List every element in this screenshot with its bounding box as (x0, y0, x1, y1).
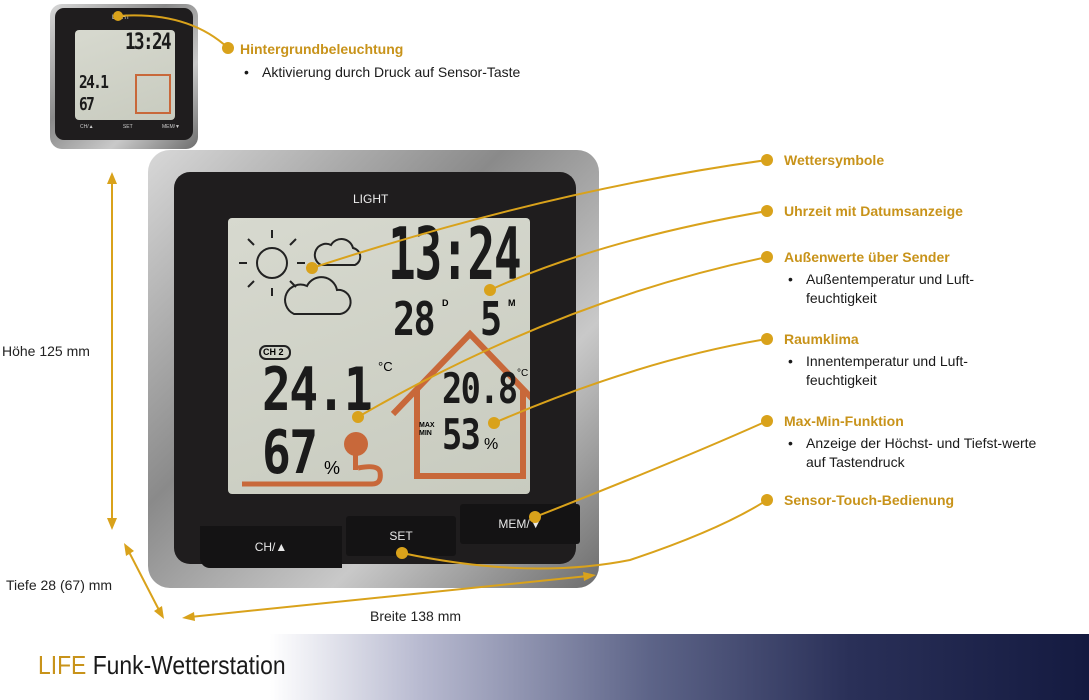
small-device-image: LIGHT 13:24 24.1 67 CH/▲ SET MEM/▼ (50, 4, 198, 149)
small-outdoor-temp: 24.1 (79, 72, 109, 93)
small-mem-button: MEM/▼ (161, 124, 180, 130)
outdoor-humidity: 67 (262, 418, 318, 488)
month-display: 5 (480, 292, 502, 346)
small-ch-button: CH/▲ (80, 124, 94, 130)
tree-icon (344, 432, 368, 470)
brand-name: LIFE (38, 650, 87, 680)
indoor-temp-unit: °C (517, 368, 529, 379)
small-light-label: LIGHT (112, 15, 130, 21)
day-display: 28 (393, 292, 436, 346)
callout-bullet: Anzeige der Höchst- und Tiefst-werte auf… (784, 434, 1044, 472)
width-dimension: Breite 138 mm (370, 608, 462, 624)
indoor-humidity: 53 (442, 410, 481, 459)
cloud-icon (313, 238, 362, 266)
outdoor-humidity-unit: % (324, 458, 341, 478)
small-set-button: SET (122, 124, 133, 130)
callout-title-indoor: Raumklima (784, 331, 859, 347)
light-sensor-label[interactable]: LIGHT (353, 192, 389, 206)
indoor-temperature: 20.8 (442, 364, 518, 413)
callout-title-backlight: Hintergrundbeleuchtung (240, 41, 404, 57)
callout-bullet: Außentemperatur und Luft-feuchtigkeit (784, 270, 1014, 308)
small-time: 13:24 (125, 30, 172, 55)
callout-bullet: Innentemperatur und Luft-feuchtigkeit (784, 352, 1014, 390)
lcd-display: 13:24 28 D 5 M CH 2 24.1 °C 67 % MAX MIN… (228, 218, 530, 494)
cloud-icon (284, 276, 352, 315)
product-name: Funk-Wetterstation (92, 650, 286, 680)
outdoor-temp-unit: °C (378, 359, 393, 374)
ch-up-button[interactable]: CH/▲ (200, 526, 342, 568)
callout-title-time-date: Uhrzeit mit Datumsanzeige (784, 203, 963, 219)
outdoor-temperature: 24.1 (262, 355, 373, 425)
bottom-banner: LIFE Funk-Wetterstation (0, 634, 1089, 700)
depth-dimension: Tiefe 28 (67) mm (6, 577, 113, 593)
callout-title-maxmin: Max-Min-Funktion (784, 413, 904, 429)
time-display: 13:24 (388, 218, 522, 296)
day-unit: D (442, 298, 449, 308)
height-dimension: Höhe 125 mm (2, 343, 90, 359)
callout-bullet: Aktivierung durch Druck auf Sensor-Taste (240, 63, 520, 82)
month-unit: M (508, 298, 516, 308)
indoor-humidity-unit: % (484, 436, 499, 453)
small-outdoor-humidity: 67 (79, 94, 95, 115)
maxmin-label: MAX MIN (419, 422, 435, 437)
set-button[interactable]: SET (346, 516, 456, 556)
callout-title-weather-symbols: Wettersymbole (784, 152, 885, 168)
callout-title-touch: Sensor-Touch-Bedienung (784, 492, 955, 508)
callout-title-outdoor: Außenwerte über Sender (784, 249, 950, 265)
mem-down-button[interactable]: MEM/▼ (460, 504, 580, 544)
